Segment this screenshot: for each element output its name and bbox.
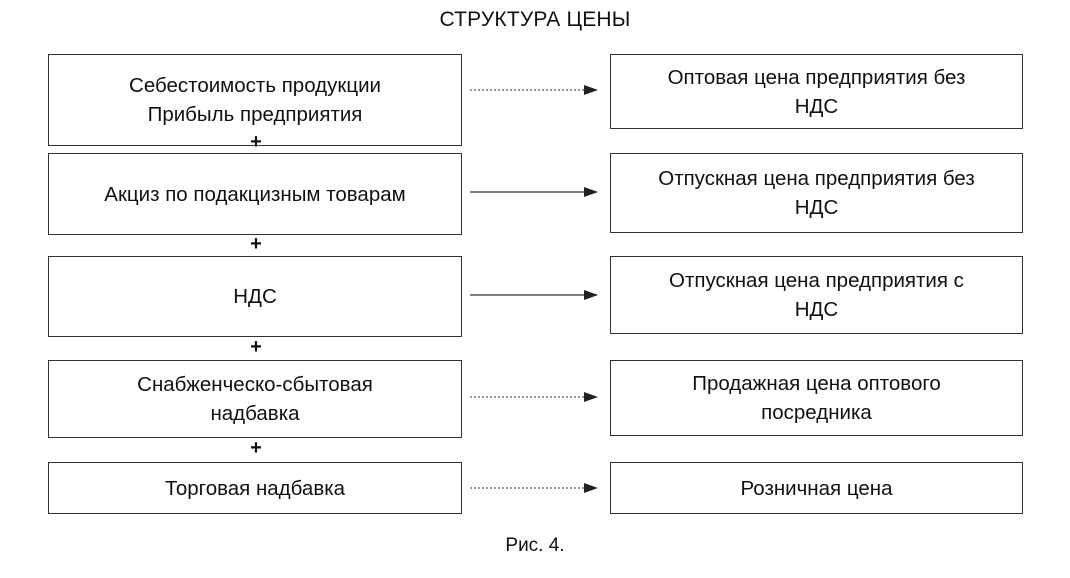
left-box-line: Себестоимость продукции — [129, 74, 381, 97]
plus-sign: + — [250, 233, 262, 255]
left-box-line: надбавка — [210, 402, 300, 425]
left-box-vat: НДС — [48, 256, 462, 337]
right-box-line: НДС — [794, 196, 839, 219]
plus-sign: + — [250, 131, 262, 153]
left-box-line: Акциз по подакцизным товарам — [104, 182, 406, 206]
left-box-line: Прибыль предприятия — [147, 103, 363, 126]
plus-sign: + — [250, 336, 262, 358]
left-box-excise: Акциз по подакцизным товарам — [48, 153, 462, 235]
left-box-cost-profit: Себестоимость продукции Прибыль предприя… — [48, 54, 462, 146]
right-box-line: НДС — [794, 298, 839, 321]
right-box-line: НДС — [794, 94, 839, 118]
right-box-line: Отпускная цена предприятия без — [658, 167, 975, 190]
right-box-selling-price-no-vat: Отпускная цена предприятия без НДС — [610, 153, 1023, 233]
left-box-line: Снабженческо-сбытовая — [137, 373, 373, 396]
left-box-line: Торговая надбавка — [164, 476, 346, 500]
left-box-supply-markup: Снабженческо-сбытовая надбавка — [48, 360, 462, 438]
right-box-line: Продажная цена оптового — [692, 372, 941, 395]
right-box-retail-price: Розничная цена — [610, 462, 1023, 514]
right-box-line: Отпускная цена предприятия с — [669, 269, 964, 292]
right-box-selling-price-with-vat: Отпускная цена предприятия с НДС — [610, 256, 1023, 334]
plus-sign: + — [250, 437, 262, 459]
right-box-wholesale-intermediary-price: Продажная цена оптового посредника — [610, 360, 1023, 436]
left-box-trade-markup: Торговая надбавка — [48, 462, 462, 514]
right-box-line: Оптовая цена предприятия без — [667, 65, 966, 89]
right-box-line: посредника — [761, 401, 872, 424]
left-box-line: НДС — [233, 285, 277, 308]
right-box-wholesale-price: Оптовая цена предприятия без НДС — [610, 54, 1023, 129]
figure-caption: Рис. 4. — [505, 535, 565, 556]
diagram-title: СТРУКТУРА ЦЕНЫ — [439, 8, 631, 31]
right-box-line: Розничная цена — [740, 476, 893, 500]
